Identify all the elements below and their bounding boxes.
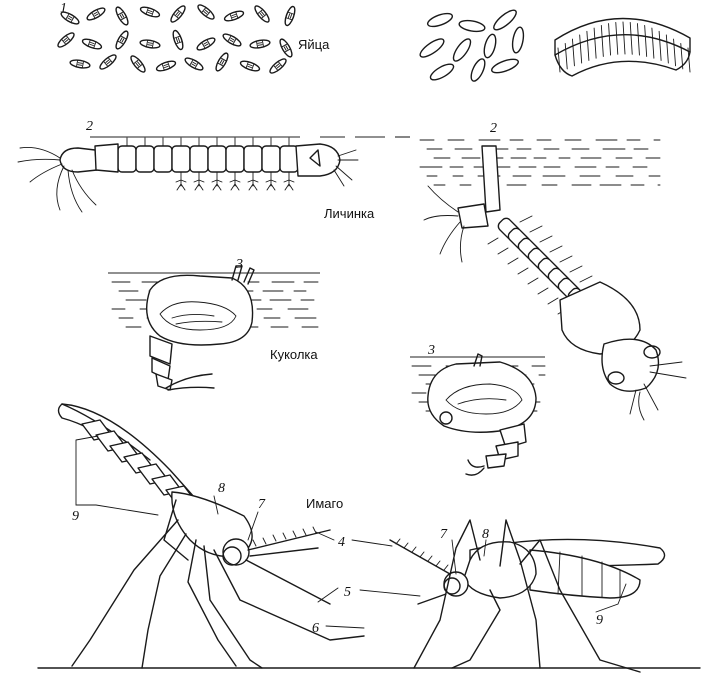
raft-egg bbox=[600, 25, 604, 57]
lateral-hair bbox=[527, 255, 573, 285]
anopheles-egg bbox=[139, 39, 161, 49]
anopheles-egg bbox=[86, 7, 106, 21]
marker-3-pupa-left: 3 bbox=[235, 257, 243, 272]
anopheles-egg bbox=[249, 39, 271, 49]
anopheles-egg bbox=[254, 5, 270, 23]
raft-egg bbox=[564, 43, 568, 70]
anopheles-egg bbox=[197, 4, 215, 20]
marker-5-palps: 5 bbox=[344, 585, 351, 600]
anopheles-egg bbox=[239, 60, 261, 72]
anopheles-egg bbox=[284, 5, 296, 27]
anopheles-egg bbox=[69, 59, 91, 69]
raft-egg bbox=[680, 43, 684, 70]
anopheles-egg bbox=[99, 54, 117, 70]
anopheles-egg bbox=[196, 37, 216, 51]
marker-9-abdomen-left: 9 bbox=[72, 509, 79, 524]
marker-8-thorax-right: 8 bbox=[482, 527, 489, 542]
raft-egg bbox=[586, 30, 590, 61]
lateral-hair bbox=[537, 265, 583, 295]
marker-9-abdomen-right: 9 bbox=[596, 613, 603, 628]
pupa-label: Куколка bbox=[270, 347, 318, 362]
larva-segment bbox=[117, 145, 137, 173]
raft-egg bbox=[557, 47, 561, 73]
lateral-hair bbox=[211, 171, 223, 191]
anopheles-egg bbox=[172, 29, 184, 51]
larva-segment bbox=[243, 145, 263, 173]
anopheles-egg bbox=[130, 55, 146, 73]
larva-segment bbox=[207, 145, 227, 173]
lateral-hair bbox=[283, 171, 295, 191]
larva-segment bbox=[225, 145, 245, 173]
culex-pupa bbox=[410, 353, 546, 476]
eggs-label: Яйца bbox=[298, 37, 330, 52]
imago-label: Имаго bbox=[306, 496, 343, 511]
raft-egg bbox=[629, 21, 633, 55]
larva-segment bbox=[279, 145, 299, 173]
lateral-hair bbox=[487, 215, 533, 245]
culex-imago bbox=[389, 519, 666, 673]
anopheles-egg bbox=[155, 60, 177, 72]
anopheles-egg bbox=[223, 10, 245, 22]
lateral-hair bbox=[547, 275, 593, 305]
raft-egg bbox=[622, 21, 626, 55]
anopheles-eggs bbox=[57, 4, 296, 74]
raft-egg bbox=[673, 38, 677, 67]
larva-segment bbox=[153, 145, 173, 173]
raft-egg bbox=[571, 38, 575, 67]
larva-segment bbox=[135, 145, 155, 173]
raft-egg bbox=[636, 23, 640, 56]
raft-egg bbox=[593, 27, 597, 59]
anopheles-egg bbox=[279, 38, 293, 58]
anopheles-egg bbox=[57, 32, 75, 48]
anopheles-egg bbox=[115, 6, 129, 26]
raft-egg bbox=[615, 21, 619, 55]
marker-7-head-right: 7 bbox=[440, 527, 448, 542]
anopheles-egg bbox=[115, 30, 129, 50]
marker-3-pupa-right: 3 bbox=[427, 343, 435, 358]
anopheles-egg bbox=[269, 58, 287, 74]
raft-egg bbox=[665, 34, 669, 64]
raft-egg bbox=[658, 30, 662, 61]
marker-2-larva-left: 2 bbox=[86, 119, 93, 134]
marker-6-proboscis: 6 bbox=[312, 621, 319, 636]
lateral-hair bbox=[229, 171, 241, 191]
lateral-hair bbox=[497, 225, 543, 255]
larva-segment bbox=[189, 145, 209, 173]
anopheles-egg bbox=[60, 11, 80, 25]
lateral-hair bbox=[265, 171, 277, 191]
aedes-eggs bbox=[419, 9, 525, 82]
anopheles-egg bbox=[215, 52, 229, 72]
larva-segment bbox=[171, 145, 191, 173]
culex-egg-raft bbox=[554, 17, 691, 77]
marker-4-antennae: 4 bbox=[338, 535, 345, 550]
raft-egg bbox=[687, 47, 691, 73]
anopheles-egg bbox=[184, 57, 204, 71]
figure-number-1: 1 bbox=[60, 1, 67, 16]
lateral-hair bbox=[247, 171, 259, 191]
lateral-hair bbox=[193, 171, 205, 191]
raft-egg bbox=[579, 34, 583, 64]
larva-segment bbox=[261, 145, 281, 173]
anopheles-egg bbox=[81, 38, 103, 50]
raft-egg bbox=[644, 25, 648, 57]
larva-label: Личинка bbox=[324, 206, 375, 221]
leader-lines bbox=[75, 435, 627, 629]
anopheles-larva bbox=[17, 136, 410, 213]
anopheles-egg bbox=[139, 6, 161, 18]
raft-egg bbox=[608, 23, 612, 56]
lateral-hair bbox=[175, 171, 187, 191]
anopheles-egg bbox=[170, 5, 186, 23]
marker-7-head-left: 7 bbox=[258, 497, 266, 512]
marker-2-larva-right: 2 bbox=[490, 121, 497, 136]
anopheles-egg bbox=[222, 33, 242, 47]
anopheles-pupa bbox=[108, 265, 320, 391]
anopheles-imago bbox=[57, 403, 365, 669]
lateral-hair bbox=[507, 235, 553, 265]
raft-egg bbox=[651, 27, 655, 59]
lateral-hair bbox=[517, 245, 563, 275]
marker-8-thorax-left: 8 bbox=[218, 481, 225, 496]
culex-larva bbox=[419, 139, 687, 421]
